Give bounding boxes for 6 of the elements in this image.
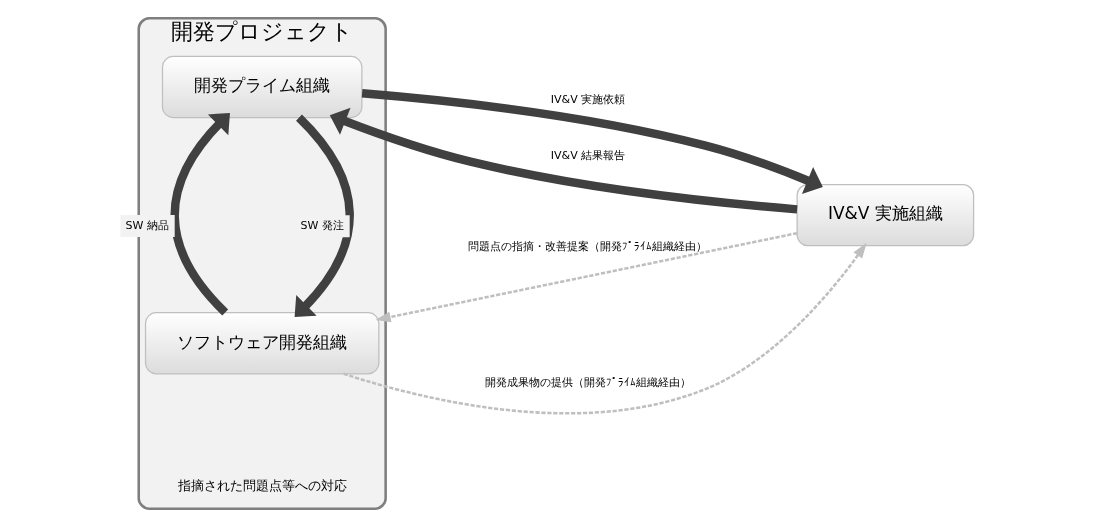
- edge-label: 開発成果物の提供（開発ﾌﾟﾗｲﾑ組織経由）: [484, 376, 691, 390]
- edge-label: 問題点の指摘・改善提案（開発ﾌﾟﾗｲﾑ組織経由）: [467, 240, 707, 254]
- edge-label: SW 発注: [299, 219, 344, 233]
- edge-label: IV&V 結果報告: [550, 148, 625, 162]
- label: 指摘された問題点等への対応: [177, 477, 347, 493]
- edge-label: IV&V 実施依頼: [550, 92, 625, 106]
